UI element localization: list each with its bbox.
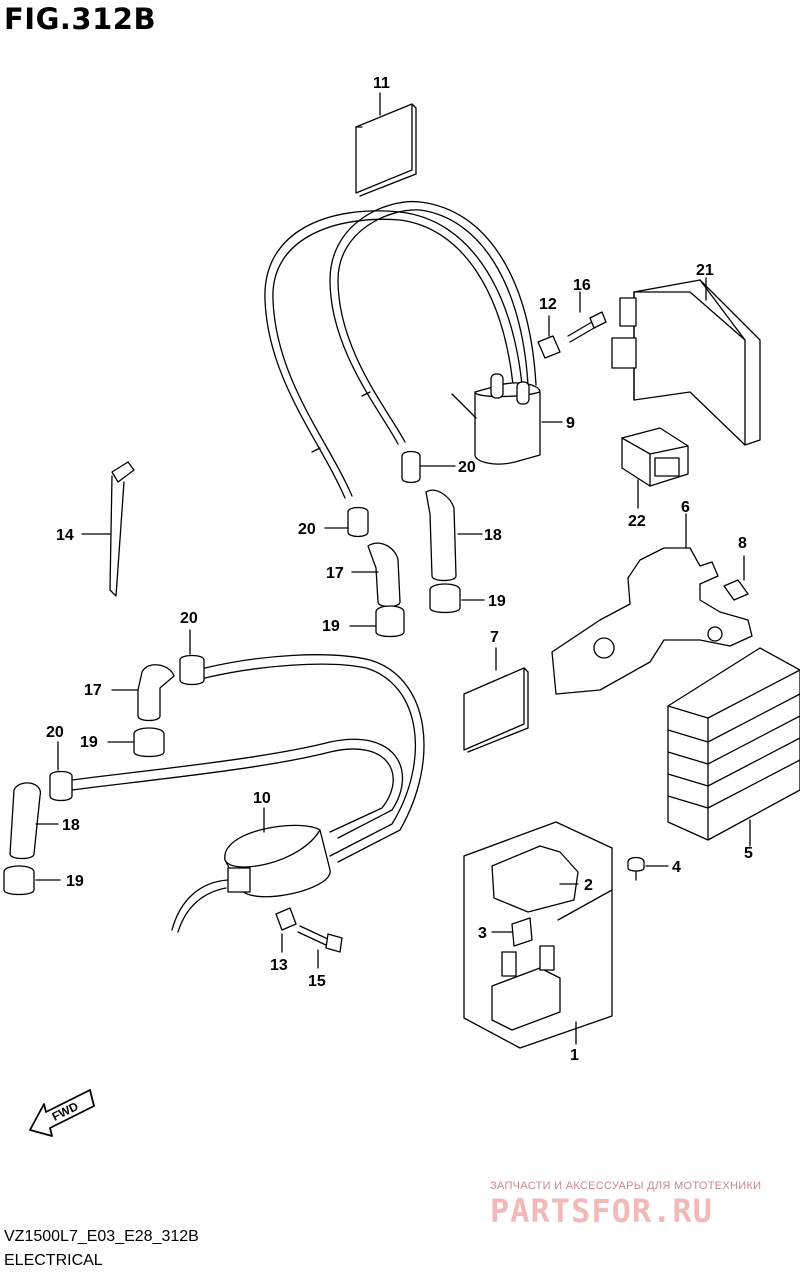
part-17-plug-cap-lower	[111, 664, 175, 722]
part-18-plug-cap-upper	[425, 489, 483, 582]
part-7-label	[463, 647, 529, 753]
callout-4: 4	[672, 859, 681, 876]
part-15-bolt	[297, 925, 343, 969]
watermark-brand: PARTSFOR.RU	[490, 1192, 713, 1230]
callout-22: 22	[628, 513, 646, 530]
callout-9: 9	[566, 415, 575, 432]
part-10-ignition-coil	[171, 807, 331, 933]
callout-8: 8	[738, 535, 747, 552]
callout-13: 13	[270, 957, 288, 974]
callout-19c: 19	[80, 734, 98, 751]
callout-19a: 19	[488, 593, 506, 610]
part-21-ecm	[611, 277, 761, 446]
callout-11: 11	[373, 75, 390, 92]
part-19-seal-lower-bottom	[3, 865, 61, 896]
part-18-plug-cap-lower	[9, 782, 59, 860]
part-4-screw	[627, 856, 669, 881]
fwd-arrow-icon	[29, 1089, 95, 1137]
callout-17a: 17	[326, 565, 344, 582]
callout-12: 12	[539, 296, 557, 313]
part-12-collar	[537, 315, 561, 359]
part-13-collar	[275, 907, 297, 953]
part-11-label-sheet	[355, 92, 417, 197]
part-20-cap-mid	[324, 506, 369, 538]
section-name: ELECTRICAL	[4, 1252, 103, 1269]
callout-18b: 18	[62, 817, 80, 834]
callout-6: 6	[681, 499, 690, 516]
callout-1: 1	[570, 1047, 579, 1064]
part-8-bolt	[723, 555, 749, 601]
part-1-assembly-box	[463, 821, 613, 1049]
callout-14: 14	[56, 527, 74, 544]
callout-19d: 19	[66, 873, 84, 890]
lower-ignition-leads	[71, 654, 425, 863]
callout-18a: 18	[484, 527, 502, 544]
starter-relay	[491, 945, 561, 1031]
part-19-seal-upper-left	[349, 605, 405, 638]
part-17-plug-cap-upper	[351, 542, 401, 608]
callout-20c: 20	[180, 610, 198, 627]
part-2-cover	[491, 845, 579, 913]
watermark-tagline: ЗАПЧАСТИ И АКСЕССУАРЫ ДЛЯ МОТОТЕХНИКИ	[490, 1180, 762, 1192]
part-20-cap-upper	[401, 450, 456, 484]
callout-21: 21	[696, 262, 714, 279]
part-19-seal-lower-top	[107, 727, 165, 758]
part-5-regulator	[667, 647, 800, 847]
part-20-cap-lower-mid	[49, 741, 73, 802]
callout-7: 7	[490, 629, 499, 646]
callout-17b: 17	[84, 682, 102, 699]
callout-2: 2	[584, 877, 593, 894]
callout-labels: 11 12 16 21 9 20 22 6 8 14 20 18 17 19 2…	[46, 75, 753, 1124]
callout-20b: 20	[298, 521, 316, 538]
figure-title: FIG.312B	[4, 2, 157, 36]
part-22-relay	[621, 427, 689, 509]
callout-5: 5	[744, 845, 753, 862]
part-19-seal-upper-right	[429, 583, 485, 614]
upper-ignition-leads	[264, 200, 537, 499]
model-code: VZ1500L7_E03_E28_312B	[4, 1228, 199, 1245]
callout-10: 10	[253, 790, 271, 807]
callout-20d: 20	[46, 724, 64, 741]
part-14-cable-tie	[81, 461, 135, 597]
callout-15: 15	[308, 973, 326, 990]
callout-19b: 19	[322, 618, 340, 635]
callout-20a: 20	[458, 459, 476, 476]
part-3-fuse	[491, 917, 533, 947]
part-6-bracket	[551, 513, 753, 695]
part-16-bolt	[567, 291, 607, 343]
part-9-ignition-coil	[451, 373, 563, 465]
part-20-cap-lower-top	[179, 629, 205, 686]
callout-16: 16	[573, 277, 591, 294]
callout-3: 3	[478, 925, 487, 942]
